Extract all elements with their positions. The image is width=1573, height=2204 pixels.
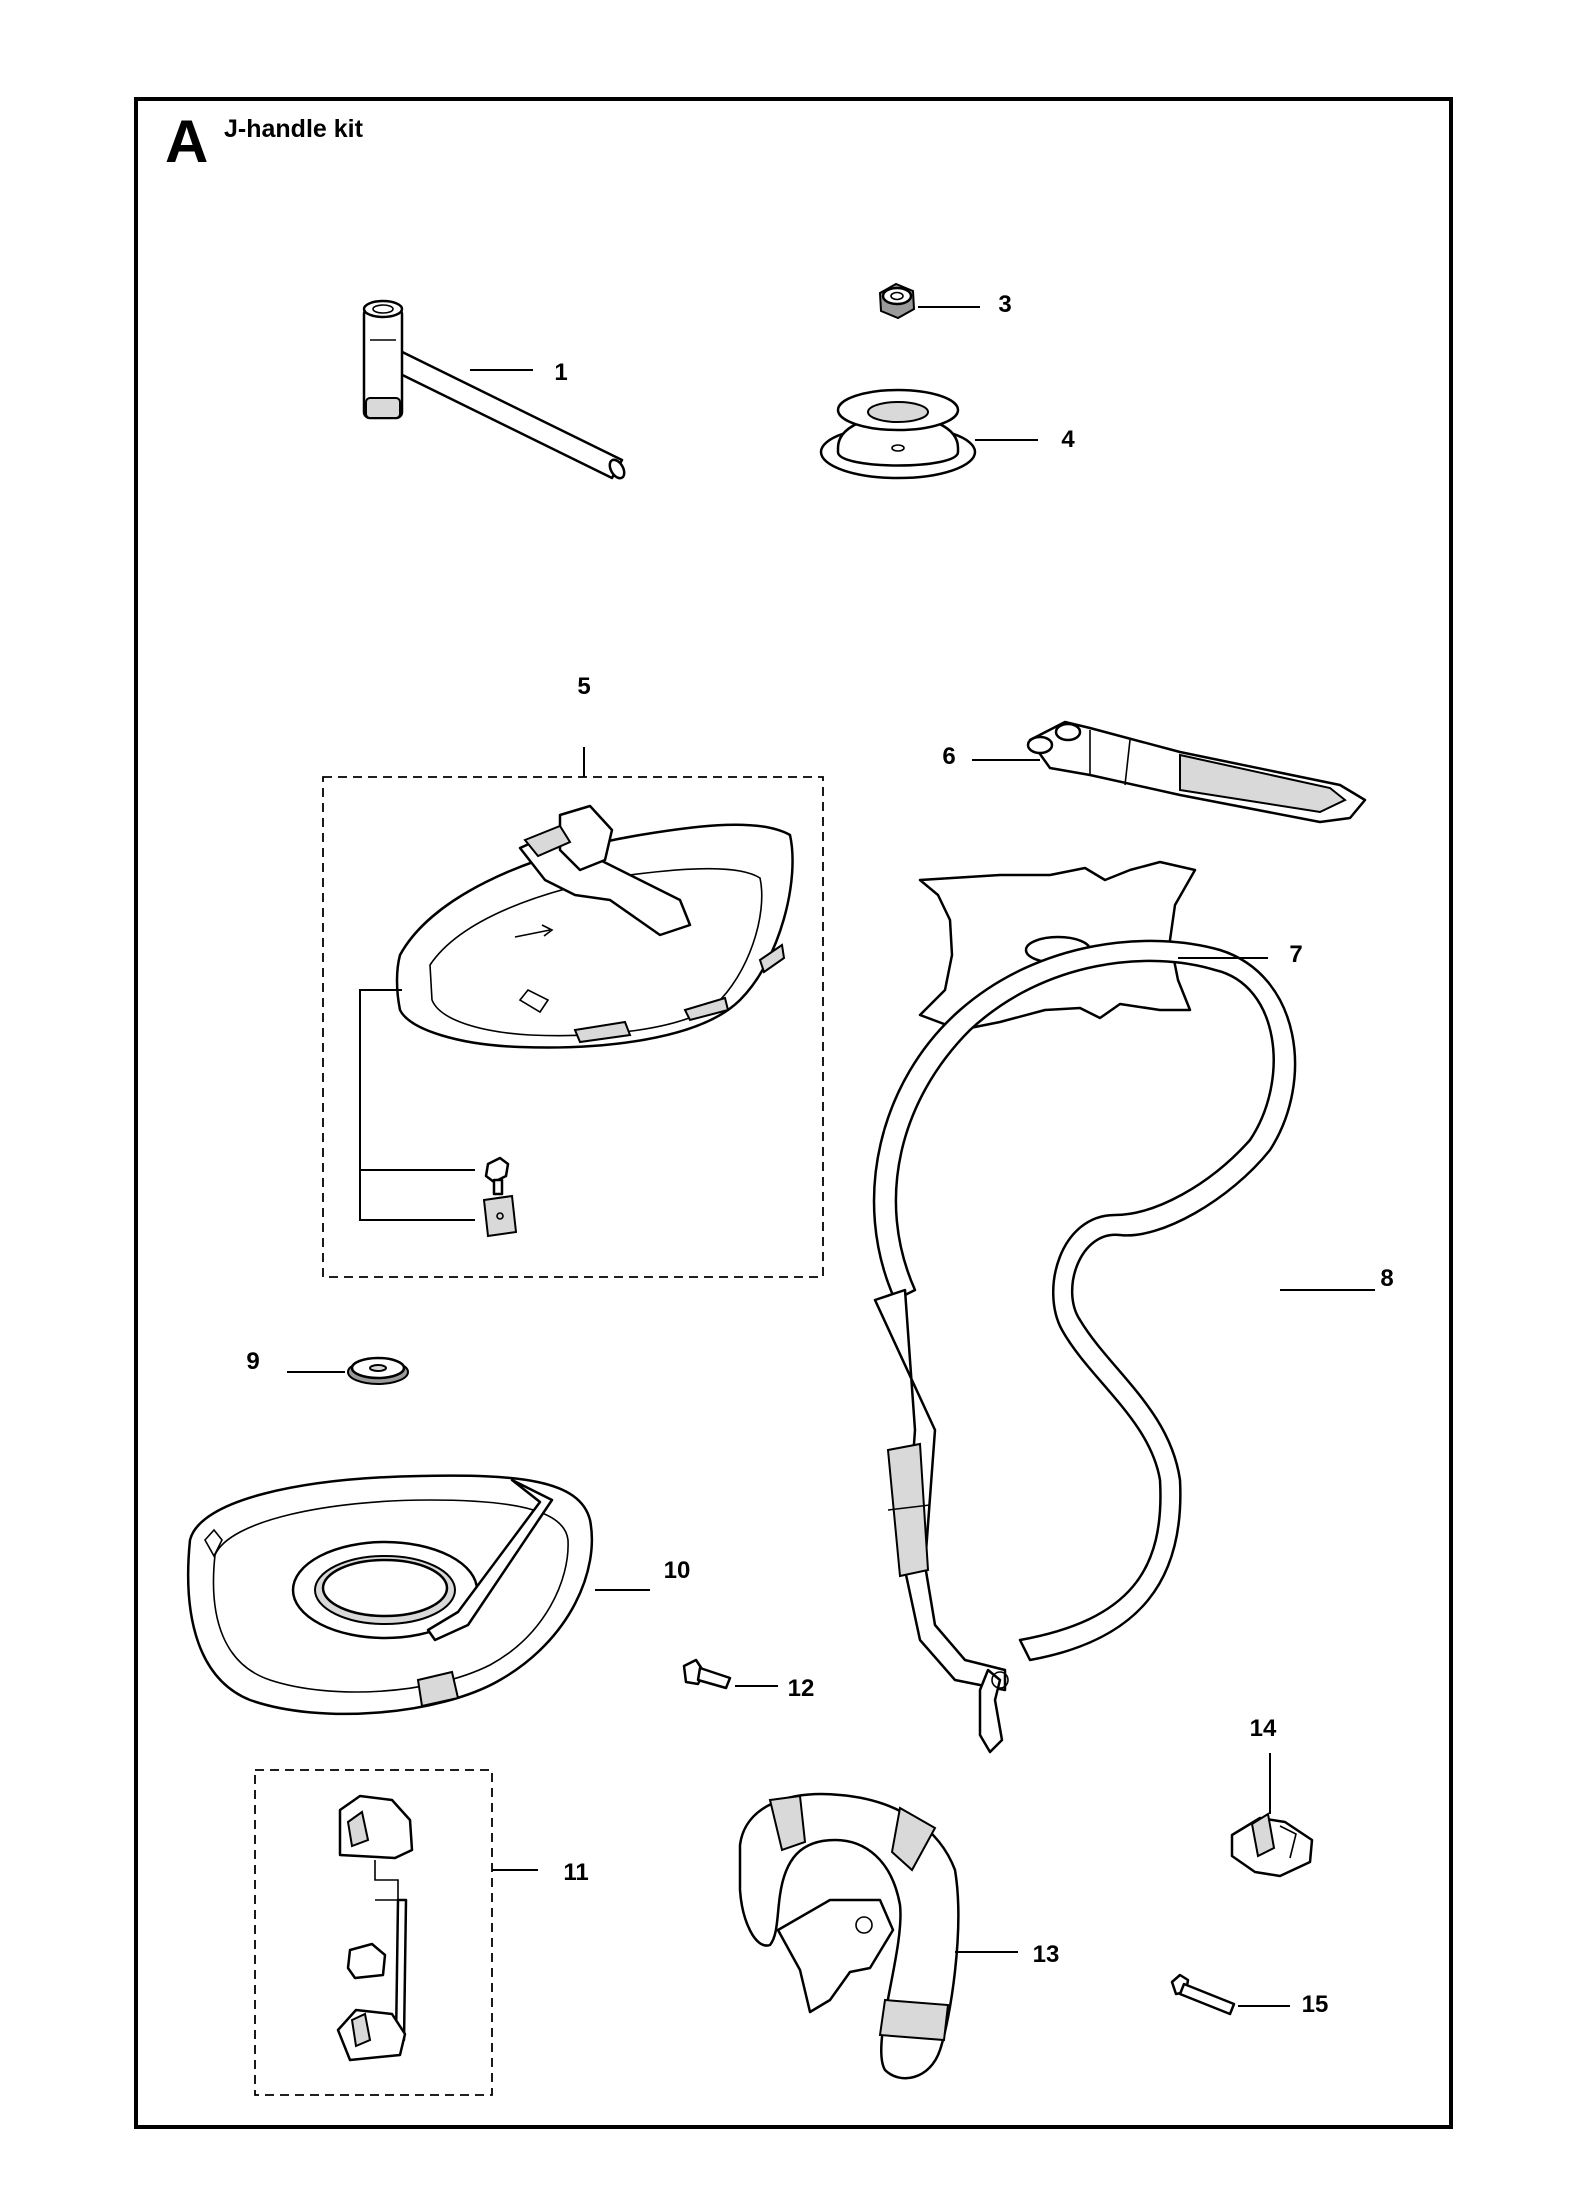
part-15-bolt	[1170, 1973, 1290, 2016]
callout-11: 11	[563, 1859, 589, 1886]
part-1-combination-wrench	[362, 299, 626, 480]
callout-6: 6	[942, 743, 956, 770]
part-13-loop-handle	[738, 1792, 1018, 2080]
part-4-support-cup	[819, 388, 977, 480]
part-6-guard-lever	[1026, 720, 1367, 824]
page-title: J-handle kit	[224, 115, 363, 143]
callout-14: 14	[1249, 1715, 1277, 1742]
callout-13: 13	[1032, 1941, 1060, 1968]
part-14-clip	[1230, 1753, 1314, 1878]
callout-12: 12	[787, 1675, 815, 1702]
callout-8: 8	[1380, 1265, 1394, 1292]
part-3-nut	[878, 282, 916, 320]
part-12-screw	[682, 1658, 778, 1690]
part-9-washer	[287, 1356, 409, 1385]
part-8-harness-strap	[872, 939, 1375, 1754]
part-11-clamp-kit	[254, 1769, 538, 2096]
callout-3: 3	[998, 291, 1012, 318]
part-10-trimmer-guard	[186, 1474, 650, 1716]
callout-5: 5	[577, 673, 591, 700]
callout-9: 9	[246, 1348, 260, 1375]
callout-4: 4	[1061, 426, 1075, 453]
callout-7: 7	[1289, 941, 1303, 968]
part-5-blade-guard-kit	[322, 747, 824, 1278]
callout-1: 1	[554, 359, 568, 386]
diagram-frame	[134, 97, 1453, 2129]
callout-10: 10	[663, 1557, 691, 1584]
section-letter: A	[165, 108, 209, 175]
callout-15: 15	[1301, 1991, 1329, 2018]
